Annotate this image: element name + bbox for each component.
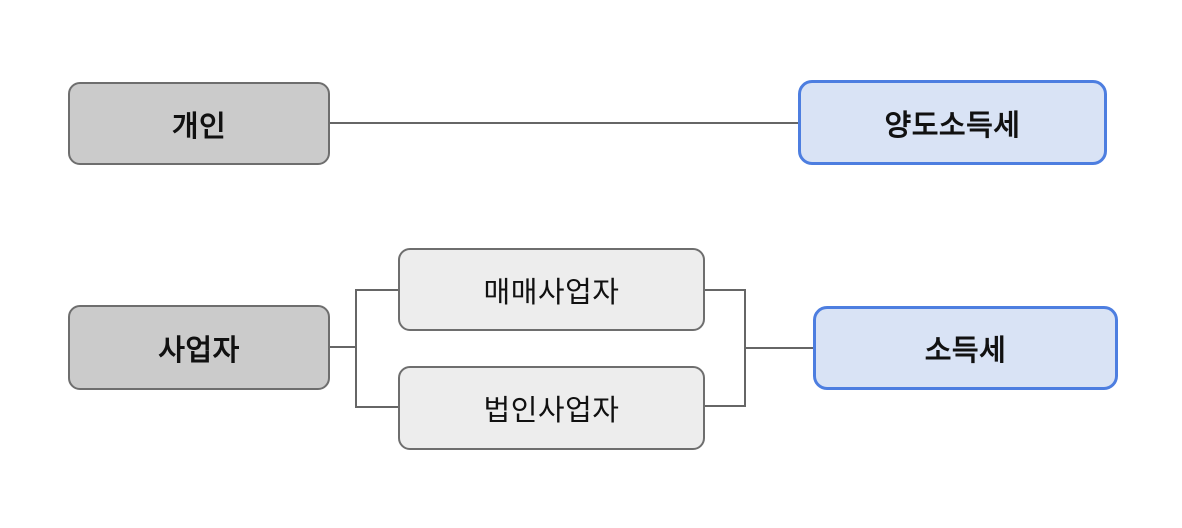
node-capital-gains-tax-label: 양도소득세 — [884, 109, 1021, 142]
node-individual: 개인 — [68, 82, 330, 165]
node-individual-label: 개인 — [171, 110, 227, 143]
node-income-tax: 소득세 — [813, 306, 1118, 390]
node-business: 사업자 — [68, 305, 330, 390]
node-trading-business: 매매사업자 — [398, 248, 705, 331]
node-corporate-business-label: 법인사업자 — [483, 395, 620, 427]
node-business-label: 사업자 — [158, 334, 240, 367]
node-trading-business-label: 매매사업자 — [483, 276, 620, 309]
node-corporate-business: 법인사업자 — [398, 366, 705, 450]
node-capital-gains-tax: 양도소득세 — [798, 80, 1107, 165]
node-income-tax-label: 소득세 — [924, 335, 1007, 367]
